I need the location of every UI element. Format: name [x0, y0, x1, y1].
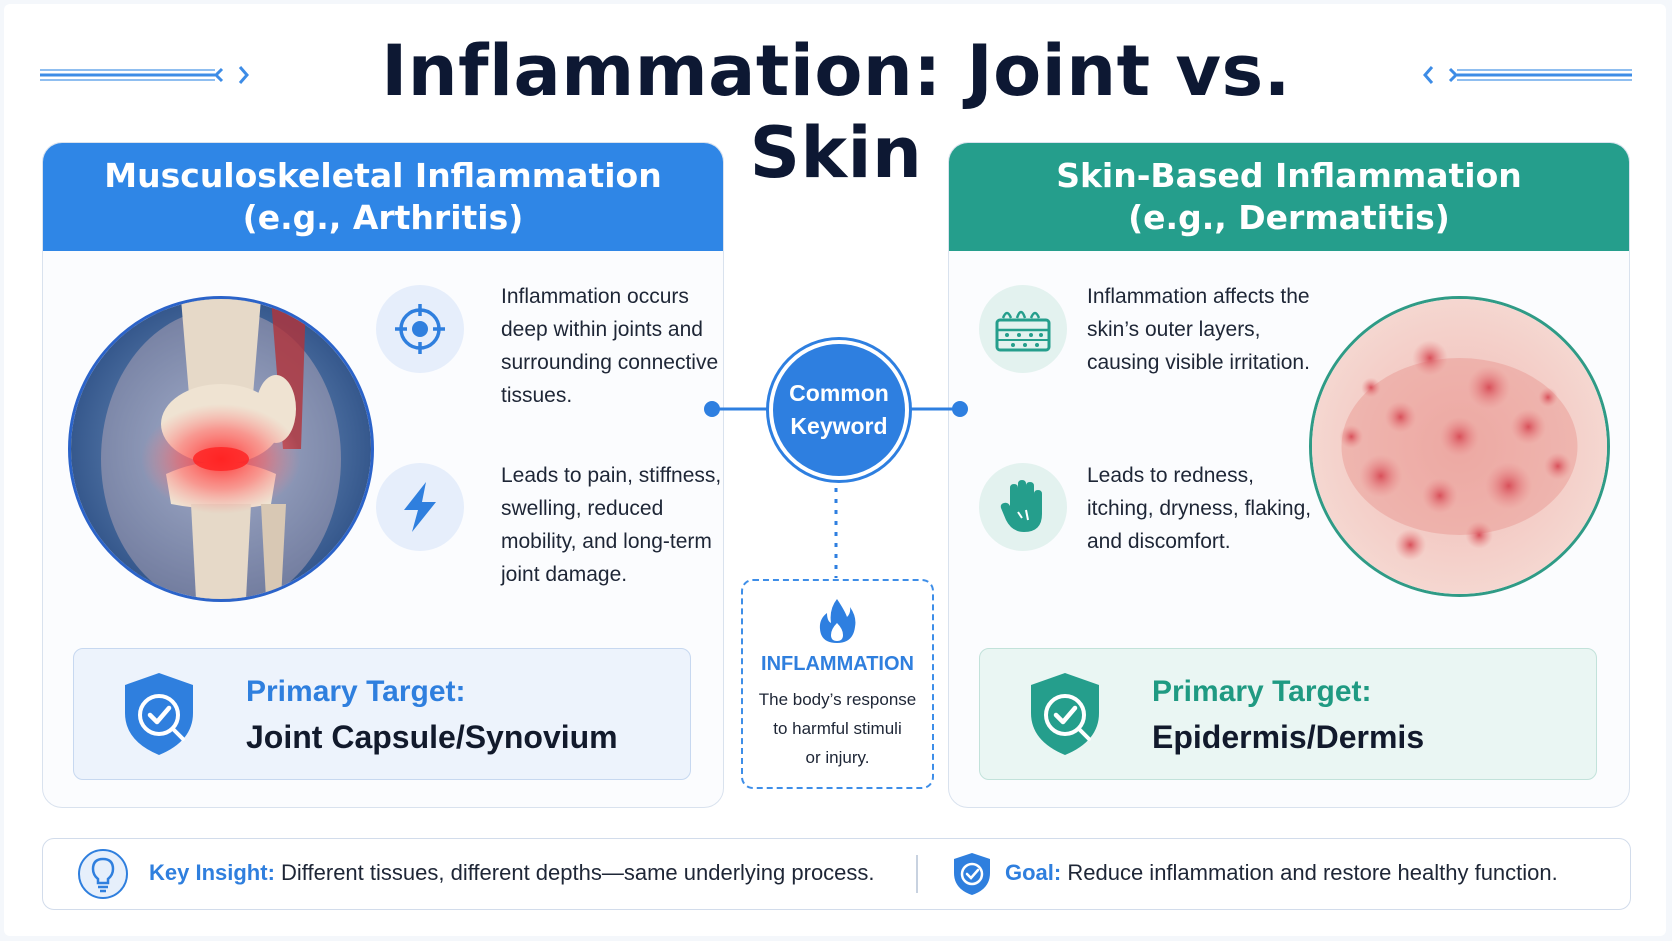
definition-line: The body’s response [758, 690, 917, 709]
common-label: Common [789, 380, 889, 406]
header-title: Musculoskeletal Inflammation [104, 156, 662, 195]
feature-text: Leads to pain, stiffness, swelling, redu… [501, 464, 722, 586]
skin-rash-photo [1309, 296, 1610, 597]
primary-target-label: Primary Target: [246, 675, 466, 708]
musculoskeletal-panel: Musculoskeletal Inflammation (e.g., Arth… [42, 142, 724, 808]
skin-panel: Skin-Based Inflammation (e.g., Dermatiti… [948, 142, 1630, 808]
flame-icon [819, 599, 856, 643]
key-insight-label: Key Insight: [149, 860, 275, 885]
lightning-icon [376, 463, 464, 551]
primary-target-box: Primary Target: Epidermis/Dermis [979, 648, 1597, 780]
target-icon [376, 285, 464, 373]
musculoskeletal-header: Musculoskeletal Inflammation (e.g., Arth… [43, 143, 723, 251]
keyword-definition-box: INFLAMMATION The body’s response to harm… [741, 579, 934, 789]
goal: Goal: Reduce inflammation and restore he… [1005, 860, 1558, 886]
key-insight-text: Different tissues, different depths—same… [281, 860, 875, 885]
primary-target-value: Epidermis/Dermis [1152, 719, 1425, 755]
definition-line: or injury. [805, 748, 870, 767]
bottom-insight-bar: Key Insight: Different tissues, differen… [42, 838, 1631, 910]
skin-layers-icon [979, 285, 1067, 373]
shield-check-icon [125, 673, 193, 755]
hand-icon [979, 463, 1067, 551]
header-subtitle: (e.g., Arthritis) [242, 198, 524, 237]
feature-text: Leads to redness, itching, dryness, flak… [1087, 464, 1312, 553]
keyword-definition: The body’s response to harmful stimuli o… [743, 685, 932, 772]
title-decoration-right [1423, 66, 1632, 84]
divider [916, 855, 918, 893]
goal-text: Reduce inflammation and restore healthy … [1067, 860, 1558, 885]
skin-header: Skin-Based Inflammation (e.g., Dermatiti… [949, 143, 1629, 251]
common-keyword-badge: Common Keyword [769, 340, 909, 480]
shield-check-icon [954, 853, 990, 895]
lightbulb-icon [78, 849, 128, 899]
knee-joint-illustration [68, 296, 374, 602]
primary-target-label: Primary Target: [1152, 675, 1372, 708]
page-title: Inflammation: Joint vs. Skin [381, 30, 1291, 194]
title-decoration-left [40, 66, 249, 84]
key-insight: Key Insight: Different tissues, differen… [149, 860, 875, 886]
keyword-label: Keyword [790, 413, 888, 439]
keyword-title: INFLAMMATION [761, 653, 914, 675]
shield-check-icon [1031, 673, 1099, 755]
goal-label: Goal: [1005, 860, 1062, 885]
feature-text: Inflammation occurs deep within joints a… [501, 285, 719, 407]
primary-target-box: Primary Target: Joint Capsule/Synovium [73, 648, 691, 780]
header-subtitle: (e.g., Dermatitis) [1128, 198, 1450, 237]
feature-text: Inflammation affects the skin’s outer la… [1087, 285, 1310, 374]
definition-line: to harmful stimuli [773, 719, 902, 738]
primary-target-value: Joint Capsule/Synovium [246, 719, 618, 755]
header-title: Skin-Based Inflammation [1056, 156, 1522, 195]
